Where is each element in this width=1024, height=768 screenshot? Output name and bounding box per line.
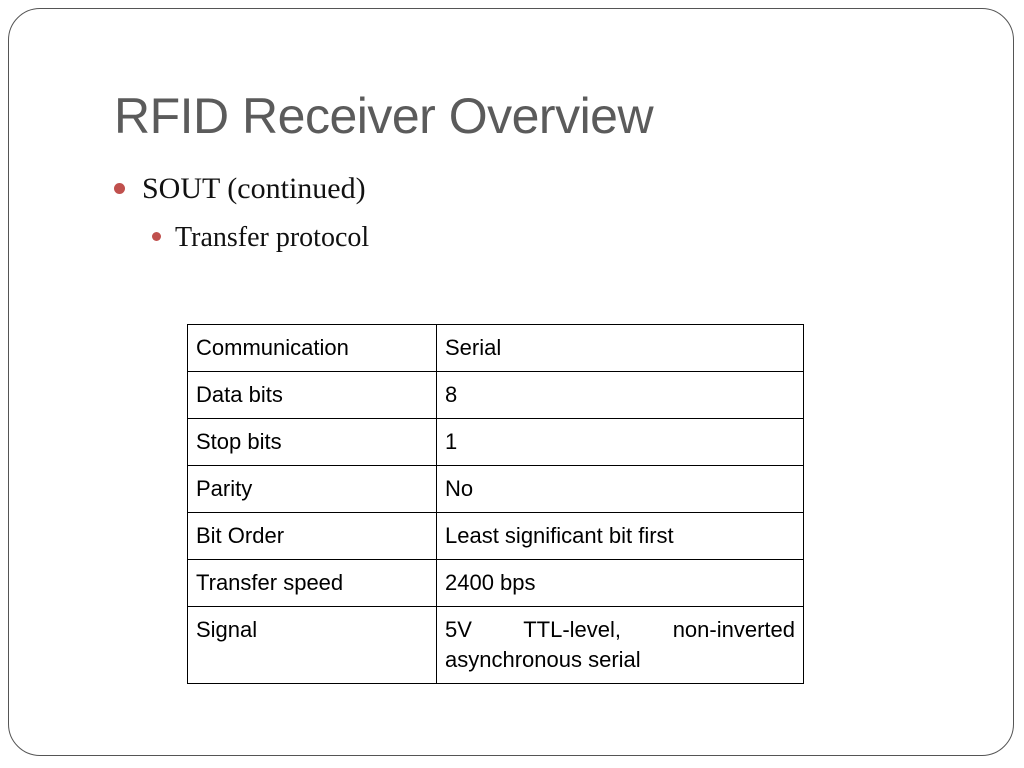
table-cell-label: Communication: [187, 324, 437, 372]
table-cell-label: Data bits: [187, 371, 437, 419]
table-row: Data bits 8: [187, 371, 804, 419]
bullet-level-2: Transfer protocol: [152, 220, 369, 256]
table-cell-value: No: [436, 465, 804, 513]
table-cell-label: Signal: [187, 606, 437, 684]
table-row: Transfer speed 2400 bps: [187, 559, 804, 607]
table-cell-value: 5V TTL-level, non-inverted asynchronous …: [436, 606, 804, 684]
table-cell-label: Transfer speed: [187, 559, 437, 607]
table-cell-value: 2400 bps: [436, 559, 804, 607]
bullet-text: SOUT (continued): [142, 172, 366, 205]
table-cell-value: Serial: [436, 324, 804, 372]
table-row: Communication Serial: [187, 324, 804, 372]
bullet-dot-icon: [114, 182, 125, 194]
table-row: Signal 5V TTL-level, non-inverted asynch…: [187, 606, 804, 684]
table-cell-value: Least significant bit first: [436, 512, 804, 560]
table-cell-value: 1: [436, 418, 804, 466]
table-row: Stop bits 1: [187, 418, 804, 466]
table-cell-label: Bit Order: [187, 512, 437, 560]
bullet-dot-icon: [152, 232, 161, 242]
table-cell-label: Stop bits: [187, 418, 437, 466]
bullet-text: Transfer protocol: [175, 222, 370, 253]
slide-title: RFID Receiver Overview: [114, 88, 654, 144]
table-cell-value: 8: [436, 371, 804, 419]
table-cell-label: Parity: [187, 465, 437, 513]
table-row: Parity No: [187, 465, 804, 513]
table-row: Bit Order Least significant bit first: [187, 512, 804, 560]
bullet-level-1: SOUT (continued): [114, 170, 366, 208]
transfer-protocol-table: Communication Serial Data bits 8 Stop bi…: [187, 324, 804, 684]
